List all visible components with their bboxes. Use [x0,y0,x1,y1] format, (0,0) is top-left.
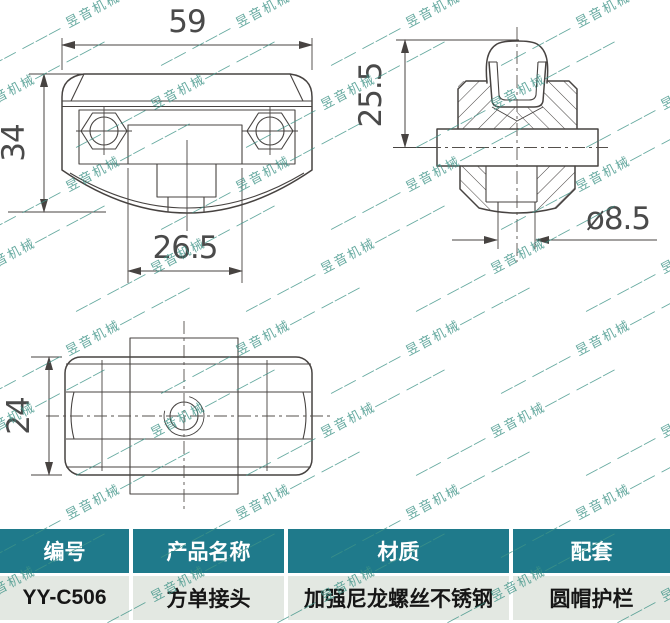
top-view: 24 [1,321,333,511]
spec-value-code: YY-C506 [0,576,129,620]
dim-top-height: 24 [1,397,37,434]
spec-value-material: 加强尼龙螺丝不锈钢 [288,576,509,620]
spec-header-accessory: 配套 [513,529,670,573]
dim-front-width: 59 [168,4,205,40]
spec-header-material: 材质 [288,529,509,573]
front-view: 59 34 26.5 [0,4,313,283]
technical-drawing: 59 34 26.5 [0,4,657,511]
spec-header-product-name: 产品名称 [133,529,284,573]
spec-table-value-row: YY-C506 方单接头 加强尼龙螺丝不锈钢 圆帽护栏 [0,576,670,620]
dim-front-height: 34 [0,124,32,161]
spec-value-product-name: 方单接头 [133,576,284,620]
dim-front-inner-width: 26.5 [152,230,217,266]
side-section-view: 25.5 ø8.5 [353,27,657,262]
spec-table: 编号 产品名称 材质 配套 YY-C506 方单接头 加强尼龙螺丝不锈钢 圆帽护… [0,529,670,620]
dim-side-diameter: ø8.5 [586,201,650,237]
spec-header-code: 编号 [0,529,129,573]
spec-table-header-row: 编号 产品名称 材质 配套 [0,529,670,573]
spec-value-accessory: 圆帽护栏 [513,576,670,620]
dim-side-height: 25.5 [353,62,389,127]
